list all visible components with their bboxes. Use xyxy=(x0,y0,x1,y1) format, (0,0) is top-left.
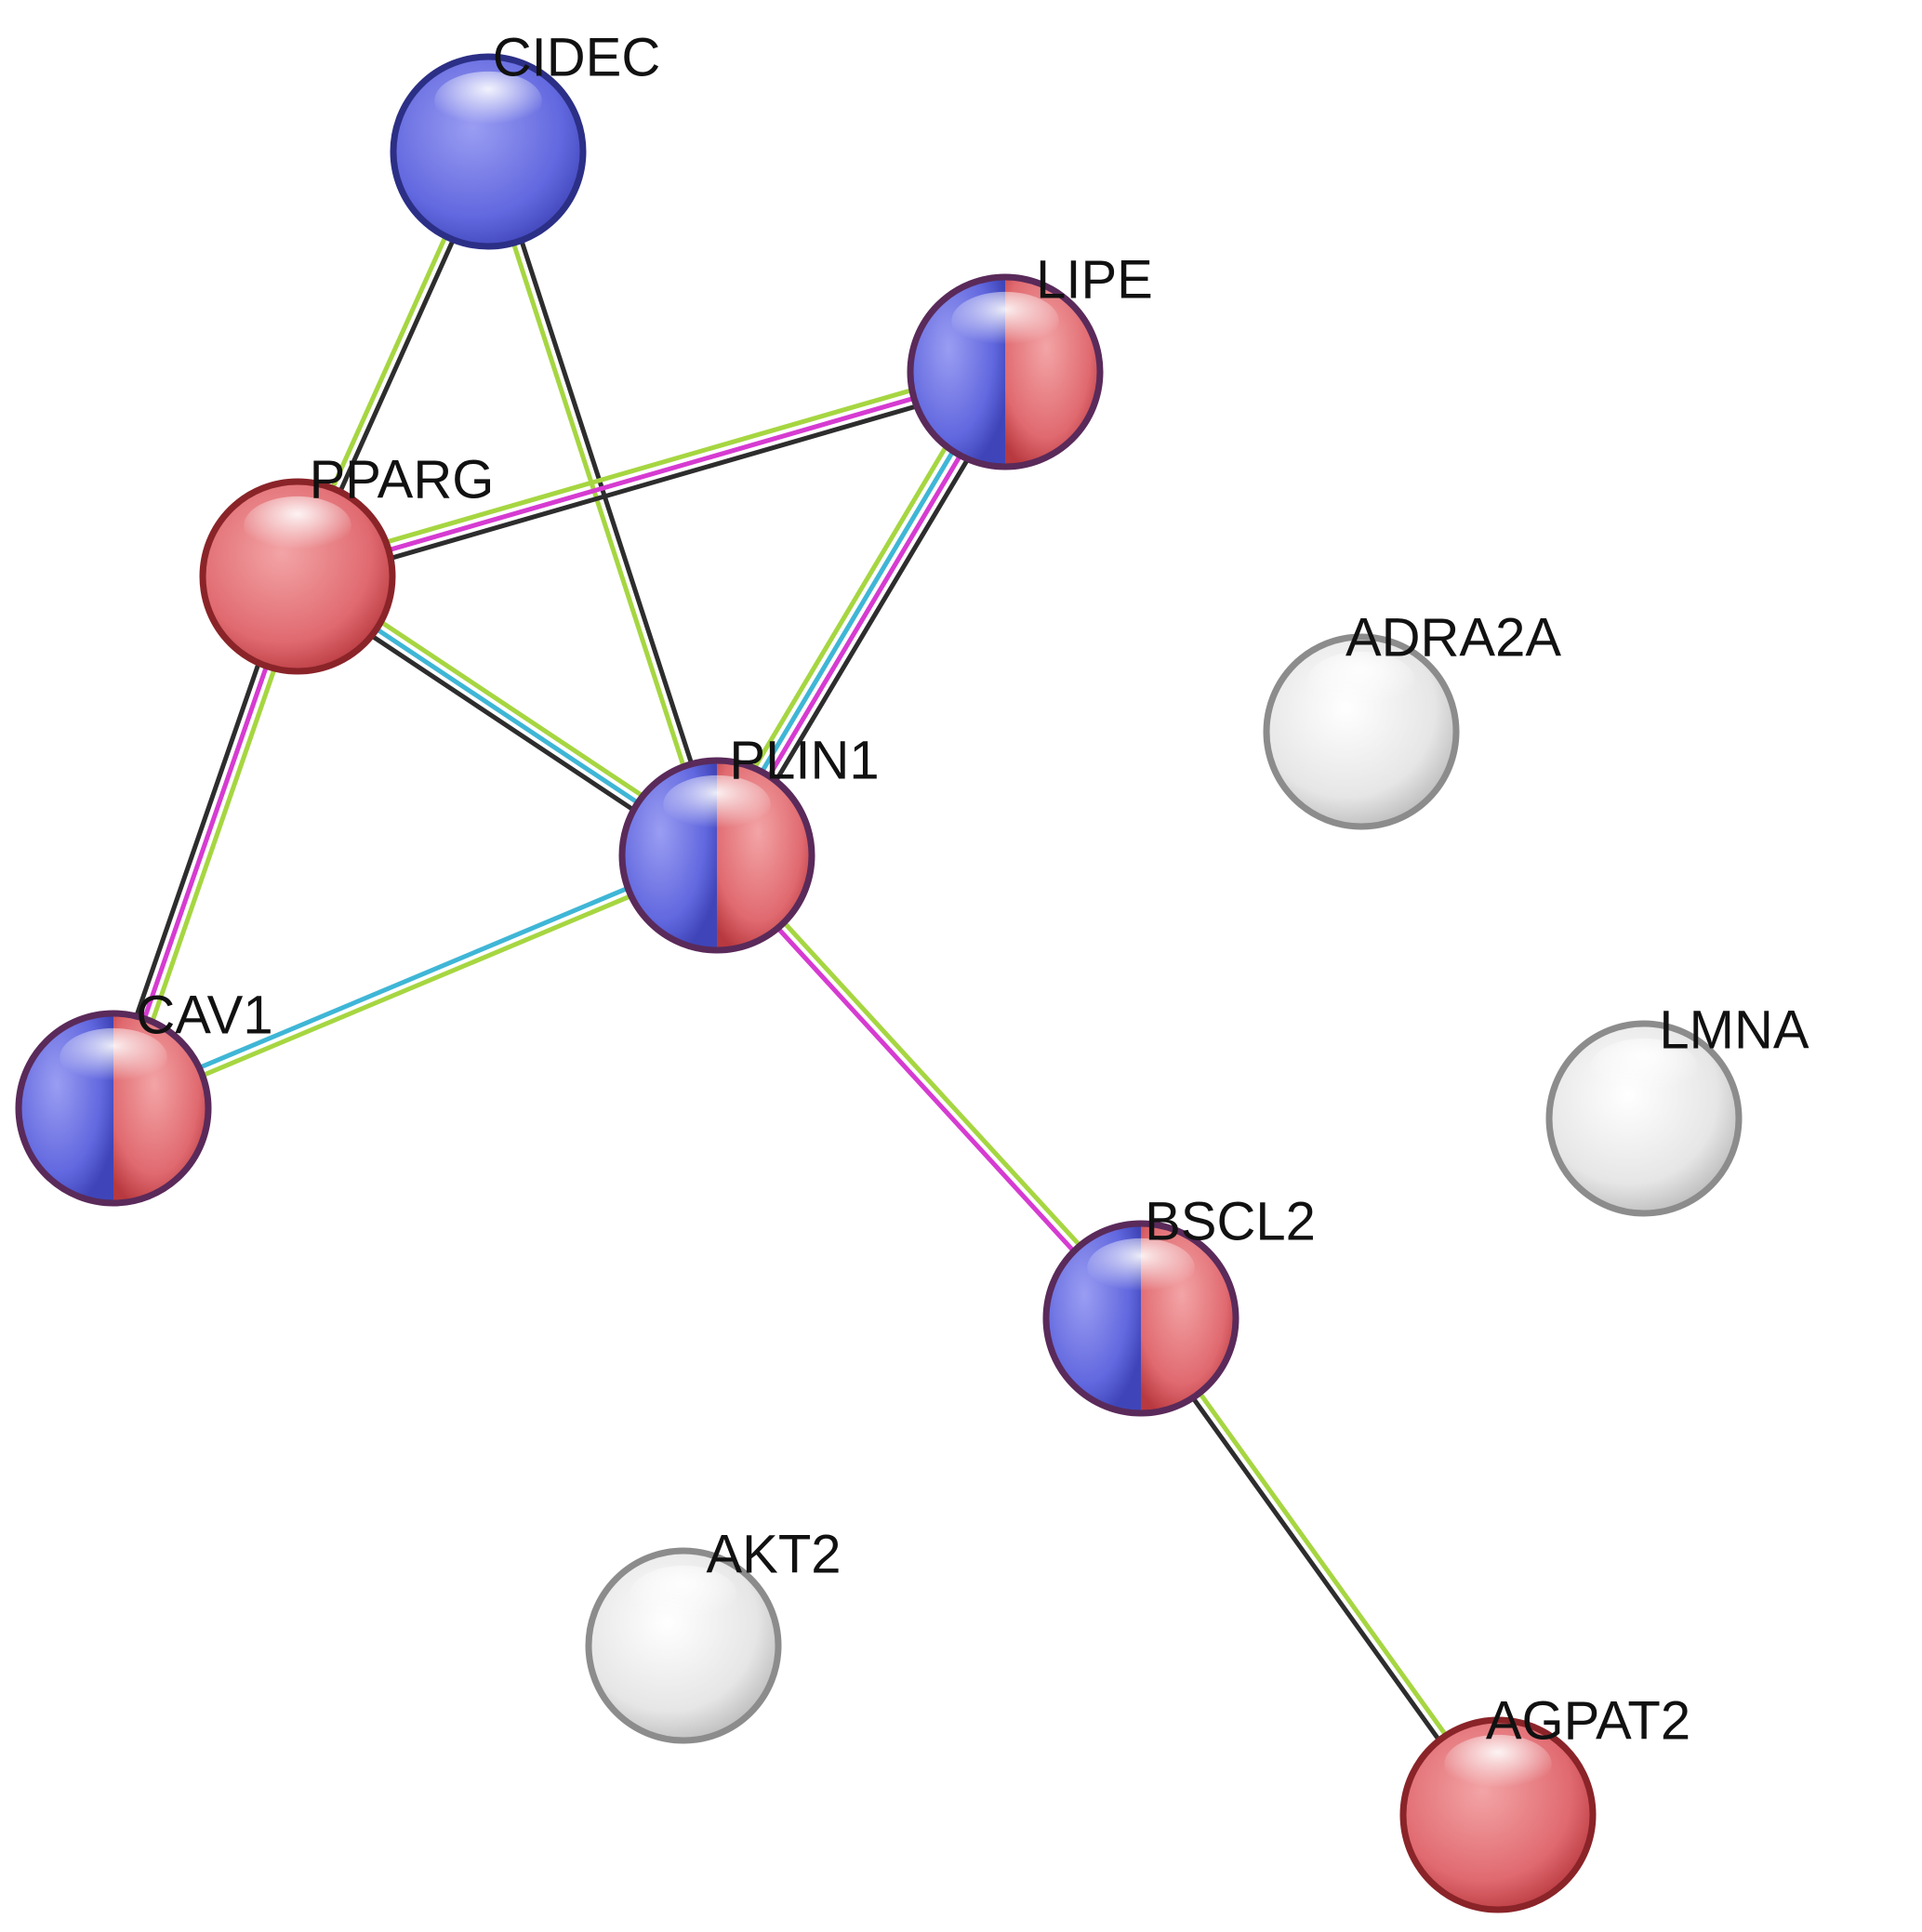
node-label: BSCL2 xyxy=(1145,1191,1316,1251)
edge-strand-black xyxy=(297,377,1010,588)
node-plin1[interactable]: PLIN1 xyxy=(618,730,880,954)
edge-strand-magenta xyxy=(295,369,1008,579)
node-rim xyxy=(15,1010,212,1207)
edge-strand-cyan xyxy=(109,849,718,1107)
node-gloss xyxy=(951,291,1059,351)
node-lipe[interactable]: LIPE xyxy=(907,249,1153,470)
node-gloss xyxy=(244,496,351,555)
edge-strand-black xyxy=(1134,1318,1497,1820)
edge-plin1-cav1[interactable] xyxy=(109,849,722,1115)
node-rim xyxy=(390,53,587,250)
edge-strand-green xyxy=(293,361,1006,571)
node-rim xyxy=(1042,1220,1239,1417)
node-label: PPARG xyxy=(310,449,495,509)
node-adra2a[interactable]: ADRA2A xyxy=(1263,607,1561,830)
node-rim xyxy=(907,273,1104,470)
node-gloss xyxy=(1087,1237,1195,1297)
edge-bscl2-agpat2[interactable] xyxy=(1134,1313,1504,1820)
node-gloss xyxy=(630,1565,737,1624)
node-label: CAV1 xyxy=(136,985,272,1045)
edge-strand-magenta xyxy=(711,855,1141,1324)
node-rim xyxy=(618,757,815,954)
node-gloss xyxy=(1590,1038,1698,1097)
node-cav1[interactable]: CAV1 xyxy=(15,985,273,1207)
edge-cidec-plin1[interactable] xyxy=(482,148,723,859)
edge-strand-black xyxy=(489,148,723,857)
node-label: LIPE xyxy=(1036,249,1153,310)
node-cidec[interactable]: CIDEC xyxy=(390,27,660,250)
node-label: LMNA xyxy=(1659,999,1809,1060)
edge-strand-green xyxy=(113,856,722,1115)
edge-strand-green xyxy=(482,150,716,859)
node-gloss xyxy=(60,1027,167,1087)
node-agpat2[interactable]: AGPAT2 xyxy=(1399,1690,1690,1913)
node-gloss xyxy=(434,71,542,130)
node-label: ADRA2A xyxy=(1345,607,1561,668)
node-label: AKT2 xyxy=(706,1524,841,1584)
node-label: AGPAT2 xyxy=(1486,1690,1690,1751)
edge-plin1-bscl2[interactable] xyxy=(711,850,1147,1324)
edge-pparg-lipe[interactable] xyxy=(293,361,1010,588)
node-label: PLIN1 xyxy=(729,730,879,790)
node-label: CIDEC xyxy=(493,27,660,87)
node-rim xyxy=(1263,633,1460,830)
node-pparg[interactable]: PPARG xyxy=(199,449,495,675)
node-gloss xyxy=(1444,1734,1552,1793)
edge-strand-green xyxy=(1142,1313,1504,1815)
node-rim xyxy=(1545,1020,1743,1217)
node-gloss xyxy=(663,774,771,834)
node-lmna[interactable]: LMNA xyxy=(1545,999,1809,1217)
node-gloss xyxy=(1307,651,1415,710)
node-akt2[interactable]: AKT2 xyxy=(585,1524,842,1744)
node-bscl2[interactable]: BSCL2 xyxy=(1042,1191,1316,1417)
node-rim xyxy=(199,478,396,675)
node-rim xyxy=(585,1547,782,1744)
node-rim xyxy=(1399,1716,1597,1913)
edge-strand-green xyxy=(717,850,1147,1318)
